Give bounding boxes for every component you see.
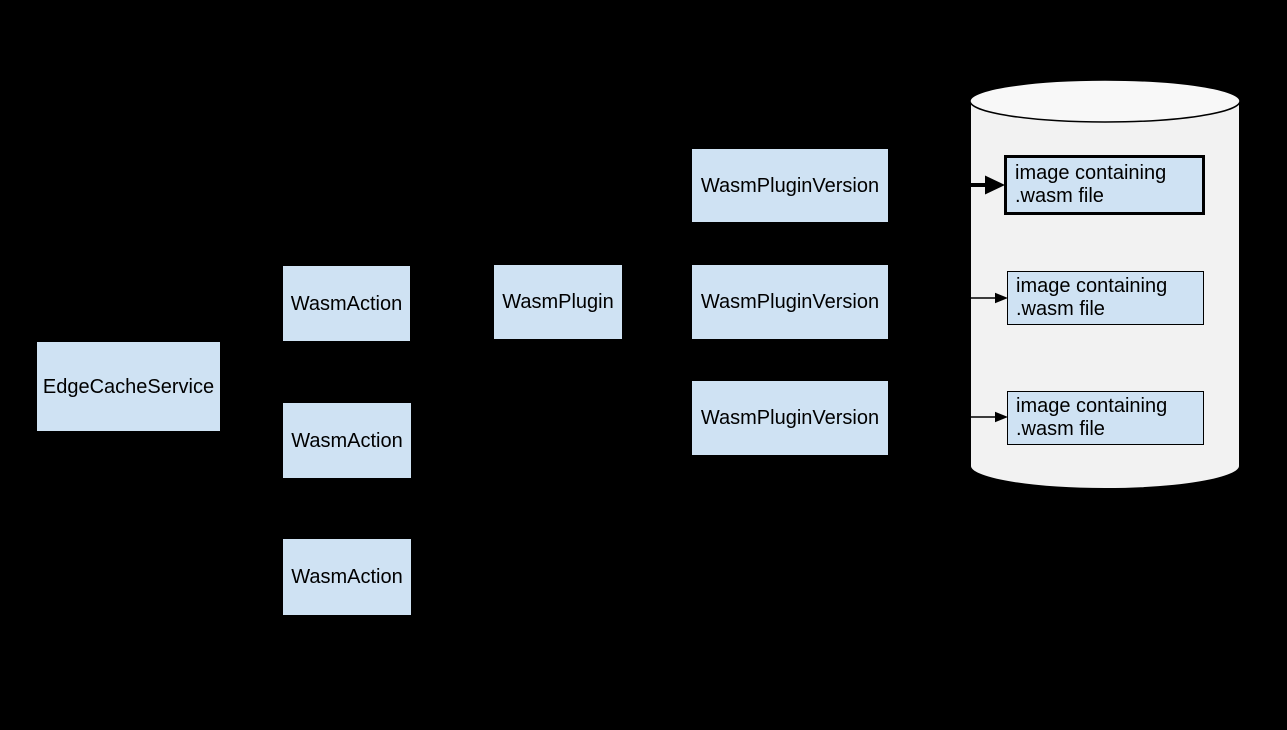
node-wasmaction-3: WasmAction [283,539,411,615]
node-label: WasmAction [290,292,403,315]
node-label: WasmPluginVersion [700,174,880,197]
registry-cylinder-top [969,79,1241,123]
registry-image-label: image containing .wasm file [1016,395,1168,440]
node-label: EdgeCacheService [42,375,215,398]
registry-image-label: image containing .wasm file [1016,275,1168,320]
registry-image-box-2: image containing .wasm file [1007,271,1204,325]
arrow-to-image-3 [889,411,1008,423]
registry-image-box-3: image containing .wasm file [1007,391,1204,445]
node-wasmpluginversion-2: WasmPluginVersion [692,265,888,339]
node-wasmpluginversion-3: WasmPluginVersion [692,381,888,455]
node-wasmaction-1: WasmAction [283,266,410,341]
node-label: WasmAction [291,429,403,452]
node-label: WasmAction [291,566,403,588]
arrow-to-image-1 [889,175,1005,195]
arrow-to-image-2 [889,292,1008,304]
node-label: WasmPluginVersion [700,407,880,429]
node-wasmplugin: WasmPlugin [494,265,622,339]
registry-image-label: image containing .wasm file [1015,162,1167,207]
node-wasmpluginversion-1: WasmPluginVersion [692,149,888,222]
node-wasmaction-2: WasmAction [283,403,411,478]
registry-image-box-1-highlighted: image containing .wasm file [1004,155,1205,215]
node-label: WasmPluginVersion [700,291,880,313]
node-edgecacheservice: EdgeCacheService [37,342,220,431]
node-label: WasmPlugin [502,291,614,313]
